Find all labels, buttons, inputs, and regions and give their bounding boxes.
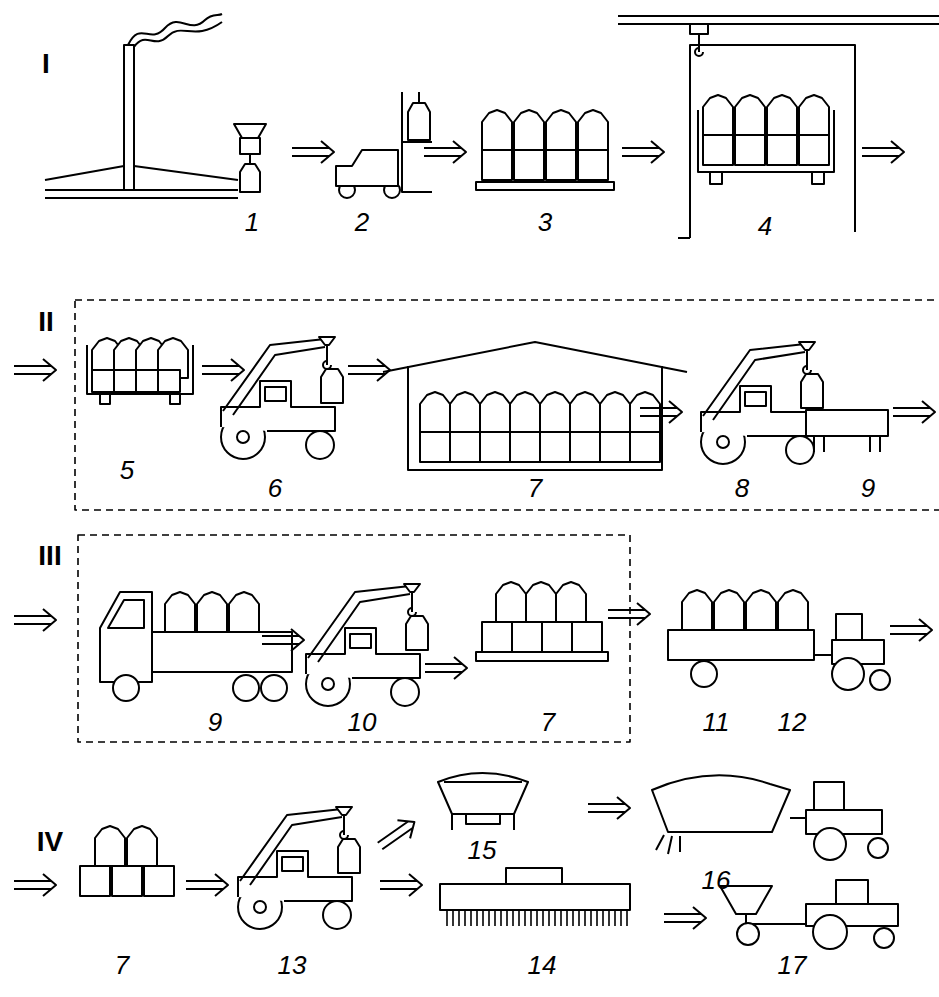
spreader-hopper xyxy=(438,773,528,830)
crane-loading xyxy=(618,16,939,238)
callout-number: 9 xyxy=(861,475,875,501)
callout-number: 3 xyxy=(538,209,552,235)
callout-number: 8 xyxy=(735,475,749,501)
warehouse xyxy=(383,342,687,470)
callout-number: 7 xyxy=(115,952,129,978)
callout-number: 15 xyxy=(468,837,497,863)
crane-loader xyxy=(238,807,360,929)
callout-number: 5 xyxy=(120,457,134,483)
callout-number: 4 xyxy=(758,213,772,239)
callout-number: 6 xyxy=(268,475,282,501)
crane-loader xyxy=(221,337,343,459)
pallet-of-bags xyxy=(476,582,608,661)
tractor-trailer xyxy=(668,590,890,690)
region-frame xyxy=(78,535,630,742)
callout-number: 7 xyxy=(528,475,542,501)
callout-number: 10 xyxy=(348,709,377,735)
callout-number: 12 xyxy=(778,709,807,735)
pallet-of-bags xyxy=(476,110,614,190)
stage-numeral: IV xyxy=(37,828,63,856)
truck xyxy=(100,592,292,701)
stage-numeral: II xyxy=(38,308,54,336)
seeder xyxy=(440,868,630,926)
platform xyxy=(806,410,888,452)
bagging-unit xyxy=(234,124,266,192)
callout-number: 13 xyxy=(278,952,307,978)
callout-number: 17 xyxy=(778,952,807,978)
stack-of-bags xyxy=(80,826,174,896)
callout-number: 16 xyxy=(702,867,731,893)
container xyxy=(87,338,193,404)
callout-number: 2 xyxy=(355,209,369,235)
stage-numeral: III xyxy=(38,542,61,570)
crane-loader xyxy=(701,342,823,464)
tractor-with-hopper xyxy=(720,880,898,949)
callout-number: 11 xyxy=(703,709,730,735)
fertilizer-spreader xyxy=(652,775,888,860)
callout-number: 14 xyxy=(528,952,557,978)
callout-number: 9 xyxy=(208,709,222,735)
crane-loader xyxy=(306,584,428,706)
factory xyxy=(45,14,238,198)
forklift xyxy=(336,92,432,198)
region-frame xyxy=(75,300,939,510)
stage-numeral: I xyxy=(42,50,50,78)
callout-number: 1 xyxy=(245,209,259,235)
callout-number: 7 xyxy=(541,709,555,735)
